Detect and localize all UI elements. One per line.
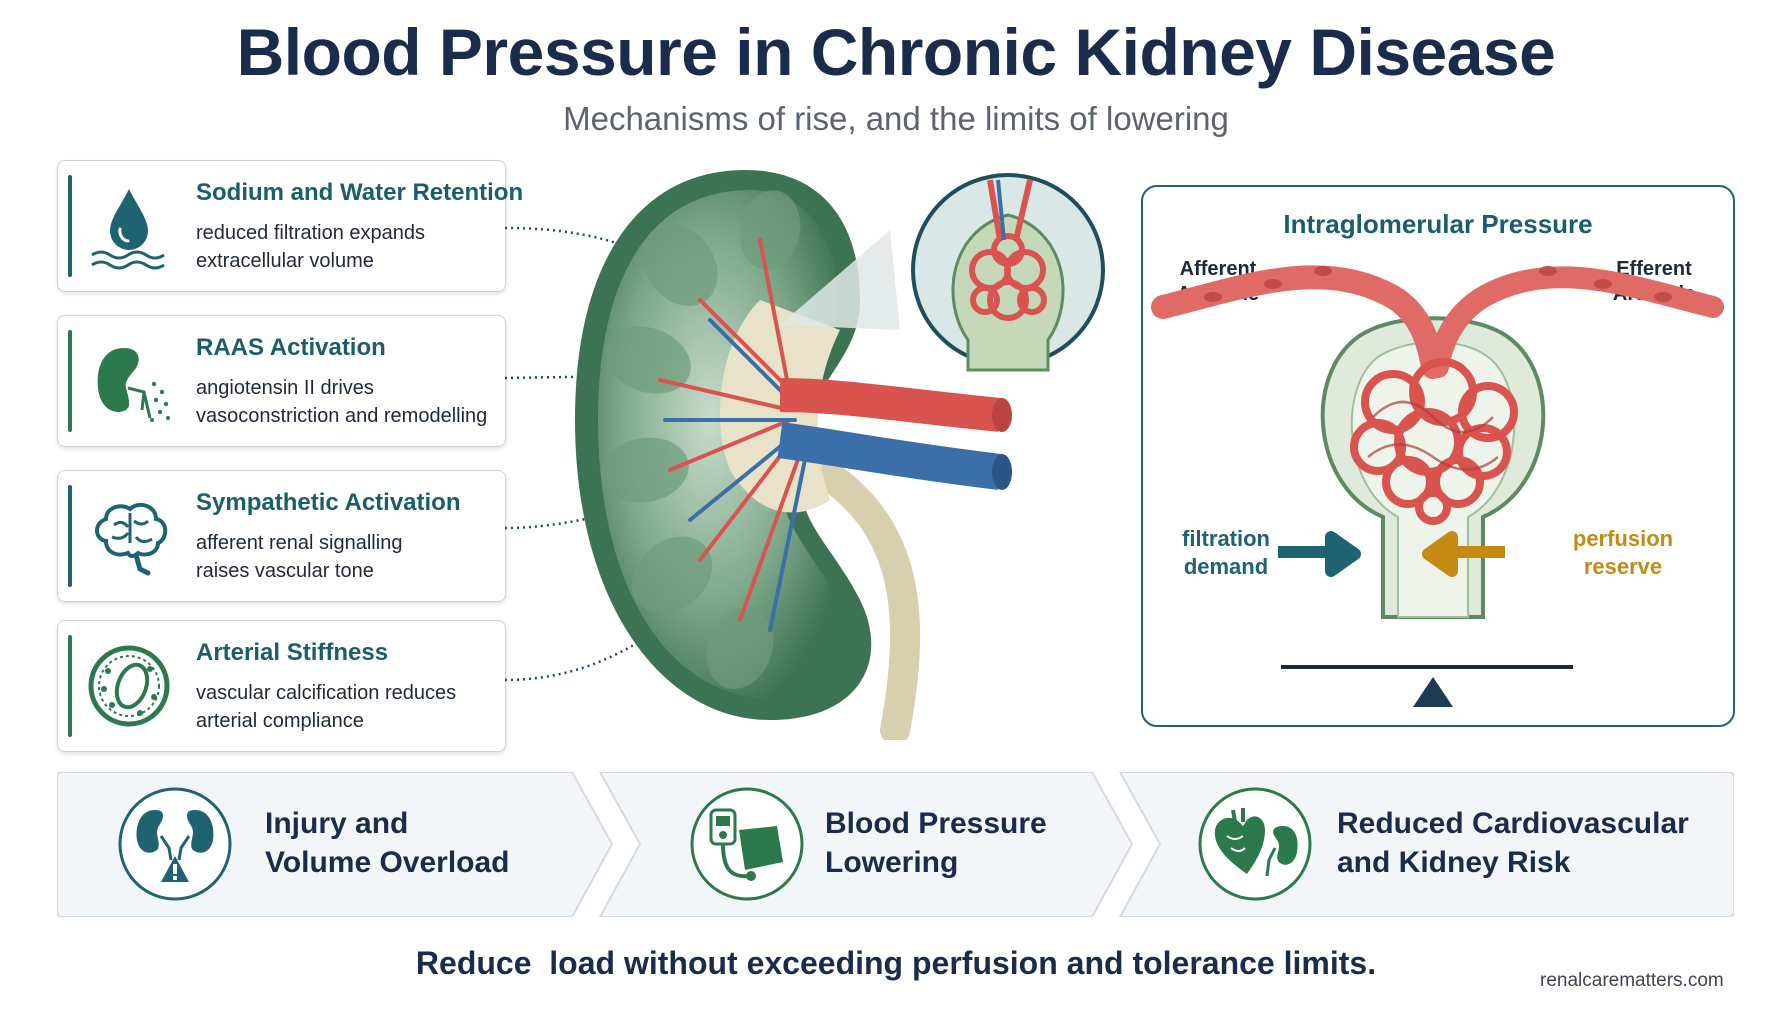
description-line: raises vascular tone bbox=[196, 560, 374, 582]
mechanism-description: afferent renal signalling raises vascula… bbox=[196, 529, 402, 585]
site-url: renalcarematters.com bbox=[1540, 970, 1724, 991]
flow-step-label: Reduced Cardiovascular and Kidney Risk bbox=[1337, 804, 1689, 882]
kidney-warning-icon bbox=[118, 787, 232, 901]
kidney-illustration bbox=[504, 170, 1105, 740]
renal-pyramids bbox=[601, 190, 801, 689]
label-line: demand bbox=[1183, 554, 1269, 579]
efferent-arteriole bbox=[1427, 266, 1724, 378]
perfusion-reserve-label: perfusion reserve bbox=[1563, 525, 1683, 581]
label-line: and Kidney Risk bbox=[1337, 846, 1571, 879]
intraglomerular-pressure-panel: Intraglomerular Pressure Afferent Arteri… bbox=[1141, 185, 1735, 727]
page-subtitle: Mechanisms of rise, and the limits of lo… bbox=[563, 100, 1229, 137]
label-line: filtration bbox=[1182, 526, 1270, 551]
balance-fulcrum bbox=[1413, 677, 1453, 707]
perfusion-reserve-arrow bbox=[1422, 531, 1505, 577]
label-line: perfusion bbox=[1572, 526, 1674, 551]
renal-vessels bbox=[658, 238, 810, 632]
ureter bbox=[805, 455, 921, 740]
filtration-demand-arrow bbox=[1278, 531, 1361, 577]
glomerular-tuft bbox=[969, 233, 1047, 321]
flow-step-label: Blood Pressure Lowering bbox=[825, 804, 1047, 882]
flow-step-bp-lowering: Blood Pressure Lowering bbox=[617, 772, 1117, 917]
leader-line bbox=[504, 506, 631, 530]
description-line: vasoconstriction and remodelling bbox=[196, 405, 488, 427]
mechanism-description: reduced filtration expands extracellular… bbox=[196, 219, 425, 275]
description-line: afferent renal signalling bbox=[196, 532, 403, 554]
mechanism-title: Sodium and Water Retention bbox=[196, 179, 524, 206]
flow-step-reduced-risk: Reduced Cardiovascular and Kidney Risk bbox=[1137, 772, 1734, 917]
magnifier-cone bbox=[780, 230, 900, 330]
label-line: Injury and bbox=[265, 807, 409, 840]
mechanism-card-sympathetic: Sympathetic Activation afferent renal si… bbox=[57, 470, 506, 602]
bp-cuff-icon bbox=[690, 787, 804, 901]
calcified-artery-icon bbox=[88, 645, 170, 727]
water-drop-icon bbox=[91, 189, 165, 270]
label-line: Afferent bbox=[1179, 258, 1257, 280]
arteriole-cells bbox=[1204, 266, 1672, 302]
renal-vein bbox=[777, 422, 1003, 490]
mechanism-description: angiotensin II drives vasoconstriction a… bbox=[196, 374, 487, 430]
kidney-hormone-icon bbox=[97, 348, 170, 422]
heart-kidney-icon bbox=[1198, 787, 1312, 901]
zoom-arterioles bbox=[987, 179, 1033, 241]
mechanism-title: Arterial Stiffness bbox=[196, 639, 389, 666]
page-title: Blood Pressure in Chronic Kidney Disease bbox=[236, 15, 1556, 89]
label-line: Volume Overload bbox=[265, 846, 510, 879]
panel-title: Intraglomerular Pressure bbox=[1283, 209, 1593, 239]
mechanism-card-sodium: Sodium and Water Retention reduced filtr… bbox=[57, 160, 523, 292]
description-line: arterial compliance bbox=[196, 710, 364, 732]
card-accent-bar bbox=[68, 330, 72, 432]
card-accent-bar bbox=[68, 635, 72, 737]
mechanism-card-raas: RAAS Activation angiotensin II drives va… bbox=[57, 315, 506, 447]
vein-lumen bbox=[992, 454, 1012, 490]
pathway-flow: Injury and Volume Overload Blood Pressur… bbox=[57, 772, 1734, 917]
label-line: Blood Pressure bbox=[825, 807, 1047, 840]
artery-lumen bbox=[992, 398, 1012, 432]
description-line: extracellular volume bbox=[196, 250, 374, 272]
label-line: Reduced Cardiovascular bbox=[1337, 807, 1689, 840]
renal-artery bbox=[779, 378, 1002, 432]
filtration-demand-label: filtration demand bbox=[1171, 525, 1281, 581]
mechanism-title: RAAS Activation bbox=[196, 334, 386, 361]
mechanism-description: vascular calcification reduces arterial … bbox=[196, 679, 456, 735]
brain-icon bbox=[95, 502, 168, 576]
afferent-arteriole bbox=[1151, 265, 1445, 379]
zoom-vein bbox=[996, 179, 1006, 241]
label-line: Efferent bbox=[1616, 258, 1692, 280]
label-line: reserve bbox=[1583, 554, 1663, 579]
card-accent-bar bbox=[68, 485, 72, 587]
flow-step-injury: Injury and Volume Overload bbox=[57, 772, 597, 917]
tuft-detail bbox=[1367, 400, 1499, 471]
description-line: angiotensin II drives bbox=[196, 377, 374, 399]
leader-line bbox=[504, 226, 631, 250]
description-line: reduced filtration expands bbox=[196, 222, 426, 244]
mechanism-card-stiffness: Arterial Stiffness vascular calcificatio… bbox=[57, 620, 506, 752]
glomerulus-diagram bbox=[1151, 265, 1724, 707]
footer-message: Reduce load without exceeding perfusion … bbox=[415, 945, 1377, 981]
flow-step-label: Injury and Volume Overload bbox=[265, 804, 510, 882]
label-line: Lowering bbox=[825, 846, 959, 879]
description-line: vascular calcification reduces bbox=[196, 682, 457, 704]
mechanism-title: Sympathetic Activation bbox=[196, 489, 461, 516]
card-accent-bar bbox=[68, 175, 72, 277]
